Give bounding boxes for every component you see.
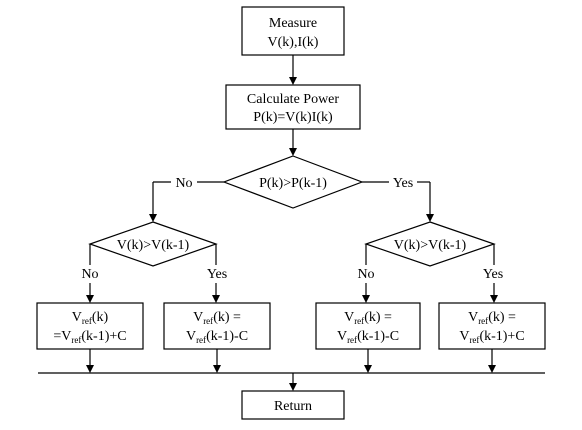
arrowhead	[149, 214, 157, 222]
arrowhead	[426, 214, 434, 222]
arrowhead	[488, 365, 496, 373]
vref-box-line1: Vref(k) =	[344, 310, 392, 326]
measure-title: Measure	[269, 16, 317, 31]
left-voltage-decision-diamond	[88, 221, 218, 267]
vref-box-line2: Vref(k-1)-C	[337, 329, 399, 345]
return-label: Return	[274, 399, 312, 414]
calculate-power-title: Calculate Power	[247, 92, 339, 107]
vref-box-line2: Vref(k-1)+C	[459, 329, 524, 345]
power-decision-label: P(k)>P(k-1)	[259, 176, 327, 191]
power-decision-diamond	[222, 155, 364, 209]
arrowhead	[289, 77, 297, 85]
vref-box-line1: Vref(k) =	[468, 310, 516, 326]
left-no-label: No	[81, 267, 98, 282]
arrowhead	[364, 365, 372, 373]
right-voltage-decision-label: V(k)>V(k-1)	[394, 238, 467, 253]
vref-box-line2: =Vref(k-1)+C	[53, 329, 126, 345]
arrowhead	[362, 295, 370, 303]
calculate-power-box	[225, 84, 361, 130]
arrowhead	[490, 295, 498, 303]
arrowhead	[289, 148, 297, 156]
vref-box-line1: Vref(k) =	[193, 310, 241, 326]
arrowhead	[213, 365, 221, 373]
arrowhead	[212, 295, 220, 303]
vref-decrease-box-right	[315, 302, 421, 350]
right-no-label: No	[357, 267, 374, 282]
arrowhead	[86, 365, 94, 373]
vref-decrease-box-left	[163, 302, 271, 350]
left-yes-label: Yes	[207, 267, 227, 282]
arrowhead	[289, 383, 297, 391]
vref-increase-box-left	[36, 302, 144, 350]
left-voltage-decision-label: V(k)>V(k-1)	[117, 238, 190, 253]
power-yes-label: Yes	[393, 176, 413, 191]
measure-box	[241, 6, 345, 56]
right-voltage-decision-diamond	[364, 221, 496, 267]
return-box	[241, 390, 345, 420]
calculate-power-formula: P(k)=V(k)I(k)	[253, 110, 333, 125]
power-no-label: No	[175, 176, 192, 191]
vref-box-line1: Vref(k)	[72, 310, 109, 326]
arrowhead	[86, 295, 94, 303]
vref-box-line2: Vref(k-1)-C	[186, 329, 248, 345]
measure-variables: V(k),I(k)	[268, 35, 319, 50]
right-yes-label: Yes	[483, 267, 503, 282]
